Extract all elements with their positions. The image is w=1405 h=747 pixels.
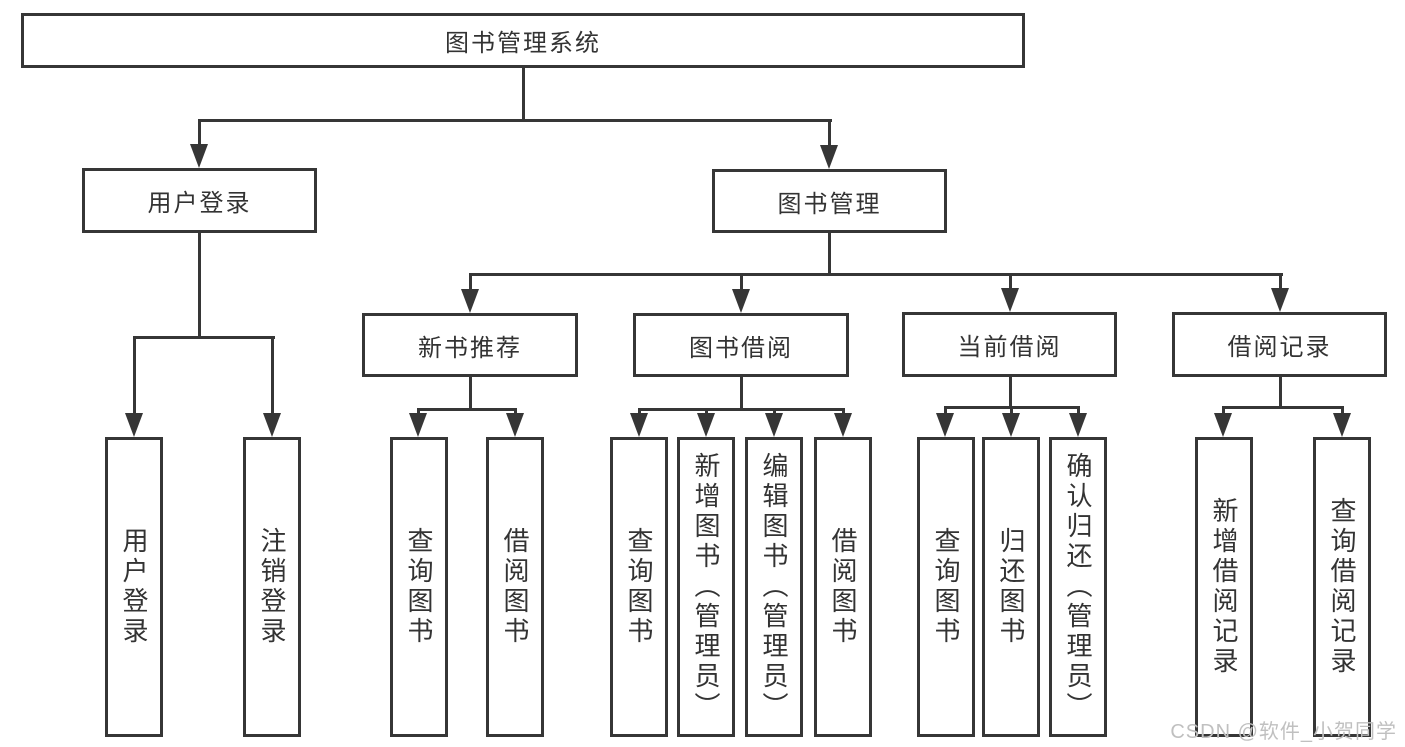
node-root-label: 图书管理系统: [445, 30, 601, 57]
arrow-down-icon: [1333, 413, 1351, 437]
leaf-borrowing-add-admin: 新增图书（管理员）: [677, 437, 735, 737]
connector-line: [1341, 406, 1344, 418]
leaf-newbook-query: 查询图书: [390, 437, 448, 737]
arrow-down-icon: [263, 413, 281, 437]
node-root: 图书管理系统: [21, 13, 1025, 68]
connector-line: [417, 408, 517, 411]
node-book-management-label: 图书管理: [777, 190, 882, 218]
leaf-current-confirm-admin-label: 确认归还（管理员）: [1063, 452, 1093, 722]
leaf-user-login: 用户登录: [105, 437, 163, 737]
node-borrowing-records: 借阅记录: [1172, 312, 1387, 377]
connector-line: [522, 68, 525, 119]
leaf-current-return-label: 归还图书: [996, 527, 1026, 647]
arrow-down-icon: [936, 413, 954, 437]
connector-line: [133, 336, 136, 418]
leaf-current-confirm-admin: 确认归还（管理员）: [1049, 437, 1107, 737]
connector-line: [198, 119, 201, 151]
connector-line: [740, 377, 743, 411]
connector-line: [1009, 377, 1012, 409]
connector-line: [1279, 377, 1282, 409]
node-current-borrowing-label: 当前借阅: [957, 334, 1062, 361]
leaf-newbook-borrow: 借阅图书: [486, 437, 544, 737]
connector-line: [1010, 406, 1013, 418]
arrow-down-icon: [1271, 288, 1289, 312]
connector-line: [828, 233, 831, 276]
leaf-newbook-query-label: 查询图书: [404, 527, 434, 647]
arrow-down-icon: [409, 413, 427, 437]
csdn-watermark: CSDN @软件_小贺同学: [1170, 721, 1397, 743]
connector-line: [828, 119, 831, 151]
connector-line: [1279, 273, 1282, 293]
leaf-logout: 注销登录: [243, 437, 301, 737]
leaf-borrowing-edit-admin: 编辑图书（管理员）: [745, 437, 803, 737]
connector-line: [469, 273, 472, 293]
arrow-down-icon: [630, 413, 648, 437]
arrow-down-icon: [461, 289, 479, 313]
node-book-management: 图书管理: [712, 169, 947, 233]
connector-line: [1222, 406, 1225, 418]
leaf-records-add: 新增借阅记录: [1195, 437, 1253, 737]
arrow-down-icon: [125, 413, 143, 437]
leaf-records-query-label: 查询借阅记录: [1327, 497, 1357, 677]
connector-line: [944, 406, 947, 418]
leaf-records-add-label: 新增借阅记录: [1209, 497, 1239, 677]
node-new-book-recommend: 新书推荐: [362, 313, 578, 377]
arrow-down-icon: [697, 413, 715, 437]
leaf-borrowing-add-admin-label: 新增图书（管理员）: [691, 452, 721, 722]
leaf-current-return: 归还图书: [982, 437, 1040, 737]
leaf-current-query: 查询图书: [917, 437, 975, 737]
node-user-login: 用户登录: [82, 168, 317, 233]
leaf-newbook-borrow-label: 借阅图书: [500, 527, 530, 647]
node-new-book-recommend-label: 新书推荐: [418, 334, 522, 362]
connector-line: [198, 119, 832, 122]
connector-line: [469, 377, 472, 411]
leaf-borrowing-borrow: 借阅图书: [814, 437, 872, 737]
node-current-borrowing: 当前借阅: [902, 312, 1117, 377]
arrow-down-icon: [820, 145, 838, 169]
arrow-down-icon: [1002, 413, 1020, 437]
node-book-borrowing-label: 图书借阅: [689, 334, 793, 362]
leaf-records-query: 查询借阅记录: [1313, 437, 1371, 737]
connector-line: [1077, 406, 1080, 418]
arrow-down-icon: [765, 413, 783, 437]
leaf-user-login-label: 用户登录: [119, 527, 149, 647]
leaf-logout-label: 注销登录: [257, 527, 287, 647]
leaf-borrowing-borrow-label: 借阅图书: [828, 527, 858, 647]
leaf-borrowing-query-label: 查询图书: [624, 527, 654, 647]
arrow-down-icon: [190, 144, 208, 168]
arrow-down-icon: [1214, 413, 1232, 437]
connector-line: [198, 233, 201, 339]
arrow-down-icon: [1001, 288, 1019, 312]
leaf-borrowing-query: 查询图书: [610, 437, 668, 737]
leaf-current-query-label: 查询图书: [931, 527, 961, 647]
node-user-login-label: 用户登录: [147, 190, 252, 217]
arrow-down-icon: [732, 289, 750, 313]
node-borrowing-records-label: 借阅记录: [1227, 334, 1332, 361]
leaf-borrowing-edit-admin-label: 编辑图书（管理员）: [759, 452, 789, 722]
connector-line: [638, 408, 845, 411]
connector-line: [1009, 273, 1012, 293]
arrow-down-icon: [1069, 413, 1087, 437]
arrow-down-icon: [834, 413, 852, 437]
connector-line: [740, 273, 743, 293]
connector-line: [271, 336, 274, 418]
connector-line: [1222, 406, 1344, 409]
node-book-borrowing: 图书借阅: [633, 313, 849, 377]
arrow-down-icon: [506, 413, 524, 437]
connector-line: [133, 336, 275, 339]
connector-line: [469, 273, 1283, 276]
